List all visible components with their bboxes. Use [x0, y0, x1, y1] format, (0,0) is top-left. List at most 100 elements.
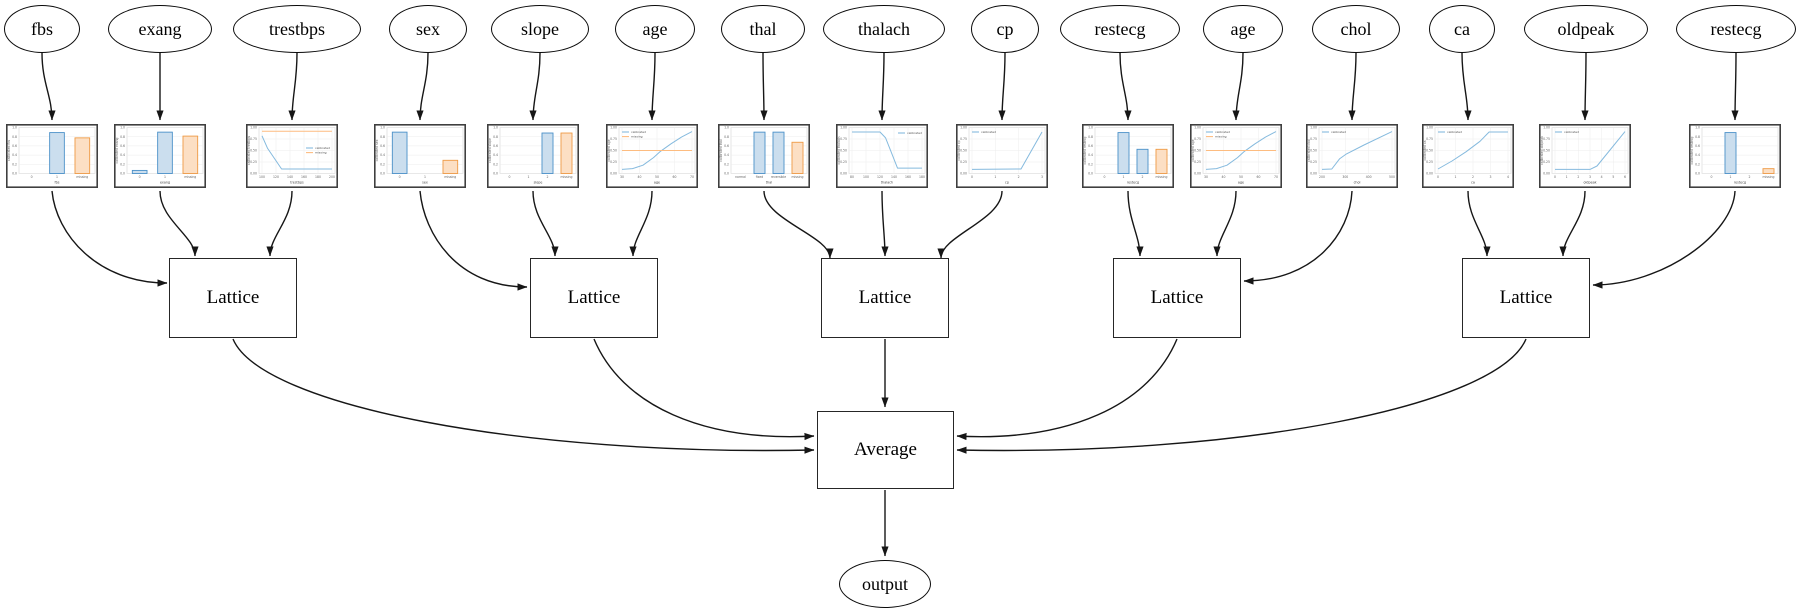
svg-text:0.75: 0.75	[610, 137, 617, 141]
svg-text:restecg: restecg	[1127, 181, 1139, 185]
svg-text:0.75: 0.75	[840, 137, 847, 141]
svg-text:0.25: 0.25	[1310, 160, 1317, 164]
edge-chart-12-to-lattice-4	[1467, 190, 1491, 257]
svg-text:2: 2	[547, 175, 549, 179]
svg-text:160: 160	[905, 175, 911, 179]
svg-text:calibrated restecg: calibrated restecg	[1083, 136, 1087, 164]
svg-text:chol: chol	[1354, 181, 1361, 185]
feature-node-fbs: fbs	[4, 5, 80, 53]
svg-text:0.2: 0.2	[1695, 162, 1700, 166]
svg-text:calibrated cp: calibrated cp	[957, 140, 961, 160]
svg-text:0: 0	[1104, 175, 1106, 179]
svg-text:3: 3	[1041, 175, 1043, 179]
svg-text:0.50: 0.50	[610, 149, 617, 153]
svg-text:0.4: 0.4	[1695, 153, 1700, 157]
feature-node-trestbps: trestbps	[233, 5, 361, 53]
svg-text:160: 160	[301, 175, 307, 179]
svg-text:calibrated: calibrated	[631, 130, 646, 134]
svg-text:0.25: 0.25	[1194, 160, 1201, 164]
svg-text:trestbps: trestbps	[290, 181, 304, 185]
edge-lattice-1-to-average	[593, 338, 815, 441]
output-node: output	[839, 560, 931, 608]
svg-text:200: 200	[1319, 175, 1325, 179]
edge-lattice-3-to-average	[956, 338, 1178, 441]
svg-text:0.75: 0.75	[1543, 137, 1550, 141]
svg-text:4: 4	[1601, 175, 1603, 179]
svg-text:0: 0	[1554, 175, 1556, 179]
svg-text:calibrated: calibrated	[1447, 130, 1462, 134]
svg-text:calibrated: calibrated	[1331, 130, 1346, 134]
svg-text:0.25: 0.25	[1543, 160, 1550, 164]
svg-text:0.4: 0.4	[493, 153, 498, 157]
edge-chart-7-to-lattice-2	[881, 190, 889, 257]
svg-text:0.4: 0.4	[120, 153, 125, 157]
edge-chart-1-to-lattice-0	[159, 190, 199, 257]
svg-text:0.6: 0.6	[1088, 144, 1093, 148]
svg-text:0.0: 0.0	[724, 172, 729, 176]
svg-text:0.75: 0.75	[1310, 137, 1317, 141]
edge-sex-to-chart	[416, 52, 429, 121]
feature-node-restecg: restecg	[1676, 5, 1796, 53]
feature-node-slope: slope	[491, 5, 589, 53]
svg-text:0.6: 0.6	[493, 144, 498, 148]
svg-text:missing: missing	[1156, 175, 1168, 179]
lattice-node-3: Lattice	[821, 258, 949, 338]
svg-text:1.00: 1.00	[1310, 126, 1317, 130]
svg-text:age: age	[654, 181, 660, 185]
feature-node-chol: chol	[1312, 5, 1400, 53]
edge-restecg-to-chart	[1731, 52, 1739, 121]
svg-text:0.25: 0.25	[1426, 160, 1433, 164]
lattice-node-4: Lattice	[1113, 258, 1241, 338]
svg-text:1: 1	[994, 175, 996, 179]
svg-text:1.0: 1.0	[493, 126, 498, 130]
svg-text:missing: missing	[1763, 175, 1775, 179]
svg-text:0: 0	[971, 175, 973, 179]
svg-text:missing: missing	[631, 135, 643, 139]
svg-text:0.0: 0.0	[12, 172, 17, 176]
svg-text:140: 140	[287, 175, 293, 179]
svg-text:100: 100	[863, 175, 869, 179]
svg-text:ca: ca	[1471, 181, 1475, 185]
svg-text:calibrated restecg: calibrated restecg	[1690, 136, 1694, 164]
svg-text:1.0: 1.0	[1088, 126, 1093, 130]
edge-chol-to-chart	[1348, 52, 1357, 121]
edge-chart-4-to-lattice-1	[532, 190, 559, 257]
edge-cp-to-chart	[998, 52, 1006, 121]
svg-text:500: 500	[1389, 175, 1395, 179]
svg-text:100: 100	[259, 175, 265, 179]
svg-text:slope: slope	[534, 181, 543, 185]
svg-text:calibrated age: calibrated age	[1191, 139, 1195, 161]
svg-text:age: age	[1238, 181, 1244, 185]
svg-text:6: 6	[1624, 175, 1626, 179]
svg-text:0.8: 0.8	[1088, 135, 1093, 139]
feature-node-thalach: thalach	[823, 5, 945, 53]
edge-chart-3-to-lattice-1	[419, 190, 528, 291]
svg-text:0.6: 0.6	[1695, 144, 1700, 148]
svg-text:180: 180	[315, 175, 321, 179]
edge-restecg-to-chart	[1119, 52, 1132, 121]
svg-text:2: 2	[1142, 175, 1144, 179]
lattice-node-2: Lattice	[530, 258, 658, 338]
svg-text:4: 4	[1507, 175, 1509, 179]
svg-text:0.8: 0.8	[493, 135, 498, 139]
svg-text:50: 50	[1239, 175, 1243, 179]
edge-ca-to-chart	[1461, 52, 1472, 121]
svg-text:normal: normal	[735, 175, 746, 179]
svg-text:30: 30	[620, 175, 624, 179]
svg-text:0: 0	[1711, 175, 1713, 179]
svg-text:calibrated ca: calibrated ca	[1423, 140, 1427, 160]
svg-text:0.50: 0.50	[840, 149, 847, 153]
svg-text:0: 0	[399, 175, 401, 179]
svg-text:0.50: 0.50	[1194, 149, 1201, 153]
svg-text:0.00: 0.00	[840, 172, 847, 176]
svg-text:missing: missing	[315, 151, 327, 155]
edge-chart-6-to-lattice-2	[763, 190, 834, 259]
svg-text:5: 5	[1612, 175, 1614, 179]
svg-text:1: 1	[1730, 175, 1732, 179]
svg-text:1: 1	[1455, 175, 1457, 179]
